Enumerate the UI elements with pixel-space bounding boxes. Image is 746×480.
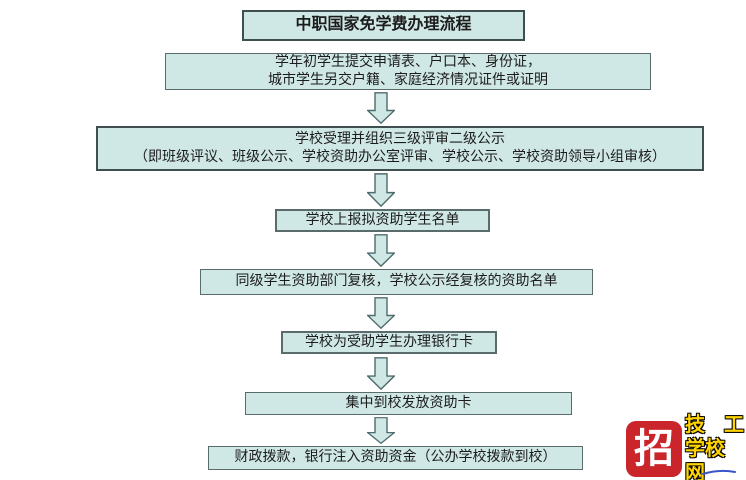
logo-text-line1-right: 工 bbox=[724, 414, 744, 436]
down-arrow-icon bbox=[367, 92, 395, 124]
flow-step-card-distribution: 集中到校发放资助卡 bbox=[245, 392, 572, 415]
flow-title-box: 中职国家免学费办理流程 bbox=[242, 10, 525, 41]
flow-step-report-list: 学校上报拟资助学生名单 bbox=[275, 209, 490, 232]
step-line: 集中到校发放资助卡 bbox=[345, 395, 472, 411]
step-line: 学年初学生提交申请表、户口本、身份证， bbox=[275, 54, 541, 70]
down-arrow-icon bbox=[367, 297, 395, 329]
down-arrow-icon bbox=[367, 173, 395, 207]
step-line: 学校上报拟资助学生名单 bbox=[305, 212, 460, 228]
logo-badge-icon: 招 bbox=[626, 421, 682, 477]
down-arrow-icon bbox=[367, 417, 395, 444]
flow-step-submit-materials: 学年初学生提交申请表、户口本、身份证， 城市学生另交户籍、家庭经济情况证件或证明 bbox=[165, 53, 651, 90]
logo-text-line1: 技 工 bbox=[685, 413, 744, 437]
logo-badge-char: 招 bbox=[634, 427, 674, 471]
step-line: 城市学生另交户籍、家庭经济情况证件或证明 bbox=[268, 72, 548, 88]
flow-title: 中职国家免学费办理流程 bbox=[295, 16, 472, 34]
down-arrow-icon bbox=[367, 357, 395, 390]
down-arrow-icon bbox=[367, 234, 395, 267]
flow-step-bank-card: 学校为受助学生办理银行卡 bbox=[281, 331, 497, 354]
step-line: 学校受理并组织三级评审二级公示 bbox=[295, 131, 505, 147]
logo-text: 技 工 学校网 bbox=[685, 413, 744, 480]
logo-text-line2: 学校网 bbox=[685, 438, 725, 480]
flow-step-fund-allocation: 财政拨款，银行注入资助资金（公办学校拨款到校） bbox=[208, 446, 583, 470]
flow-step-school-review: 学校受理并组织三级评审二级公示 （即班级评议、班级公示、学校资助办公室评审、学校… bbox=[96, 126, 704, 171]
logo-underline-swoosh-icon bbox=[702, 469, 736, 475]
flow-step-department-recheck: 同级学生资助部门复核，学校公示经复核的资助名单 bbox=[200, 269, 593, 295]
step-line: 财政拨款，银行注入资助资金（公办学校拨款到校） bbox=[234, 450, 557, 466]
step-line: 同级学生资助部门复核，学校公示经复核的资助名单 bbox=[235, 274, 558, 290]
step-line: （即班级评议、班级公示、学校资助办公室评审、学校公示、学校资助领导小组审核） bbox=[134, 149, 666, 165]
site-watermark-logo: 招 技 工 学校网 bbox=[626, 414, 746, 480]
step-line: 学校为受助学生办理银行卡 bbox=[305, 334, 473, 350]
logo-text-line1-left: 技 bbox=[685, 414, 705, 436]
